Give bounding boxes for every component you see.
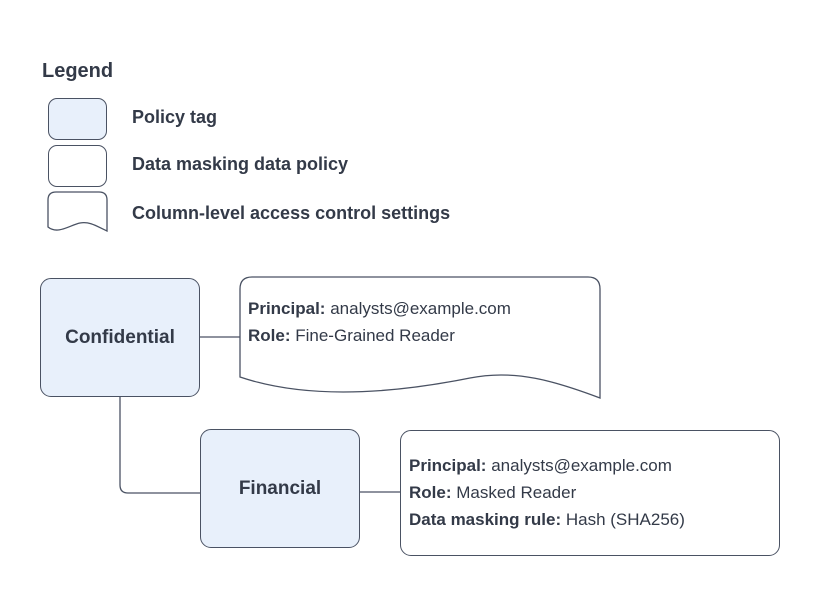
role-label: Role:	[409, 483, 452, 502]
principal-value: analysts@example.com	[330, 299, 511, 318]
masking-rule-label: Data masking rule:	[409, 510, 562, 529]
note-line: Principal: analysts@example.com	[248, 295, 511, 322]
note-line: Role: Masked Reader	[409, 479, 779, 506]
note-line: Role: Fine-Grained Reader	[248, 322, 511, 349]
access-control-note: Principal: analysts@example.com Role: Fi…	[248, 295, 511, 349]
role-value: Masked Reader	[456, 483, 577, 502]
policy-tag-confidential-label: Confidential	[65, 326, 175, 348]
connector-confidential-to-financial	[119, 397, 200, 494]
note-line: Data masking rule: Hash (SHA256)	[409, 506, 779, 533]
policy-tag-swatch	[48, 98, 107, 140]
role-value: Fine-Grained Reader	[295, 326, 455, 345]
legend-title: Legend	[42, 60, 114, 82]
policy-tag-financial: Financial	[200, 429, 360, 548]
legend-label-policy-tag: Policy tag	[132, 107, 218, 127]
data-masking-policy-swatch	[48, 145, 107, 187]
access-control-note-shape	[239, 276, 601, 399]
principal-label: Principal:	[409, 456, 487, 475]
masking-rule-value: Hash (SHA256)	[565, 510, 685, 529]
principal-label: Principal:	[248, 299, 326, 318]
legend-label-column-access-control: Column-level access control settings	[132, 203, 451, 223]
role-label: Role:	[248, 326, 291, 345]
note-line: Principal: analysts@example.com	[409, 452, 779, 479]
masking-policy-note: Principal: analysts@example.com Role: Ma…	[400, 430, 780, 556]
policy-tag-financial-label: Financial	[238, 477, 322, 499]
legend-label-data-masking-policy: Data masking data policy	[132, 154, 349, 174]
column-access-control-swatch-shape	[47, 191, 108, 233]
principal-value: analysts@example.com	[491, 456, 672, 475]
policy-tag-confidential: Confidential	[40, 278, 200, 397]
masking-note-text: Principal: analysts@example.com Role: Ma…	[409, 452, 779, 533]
